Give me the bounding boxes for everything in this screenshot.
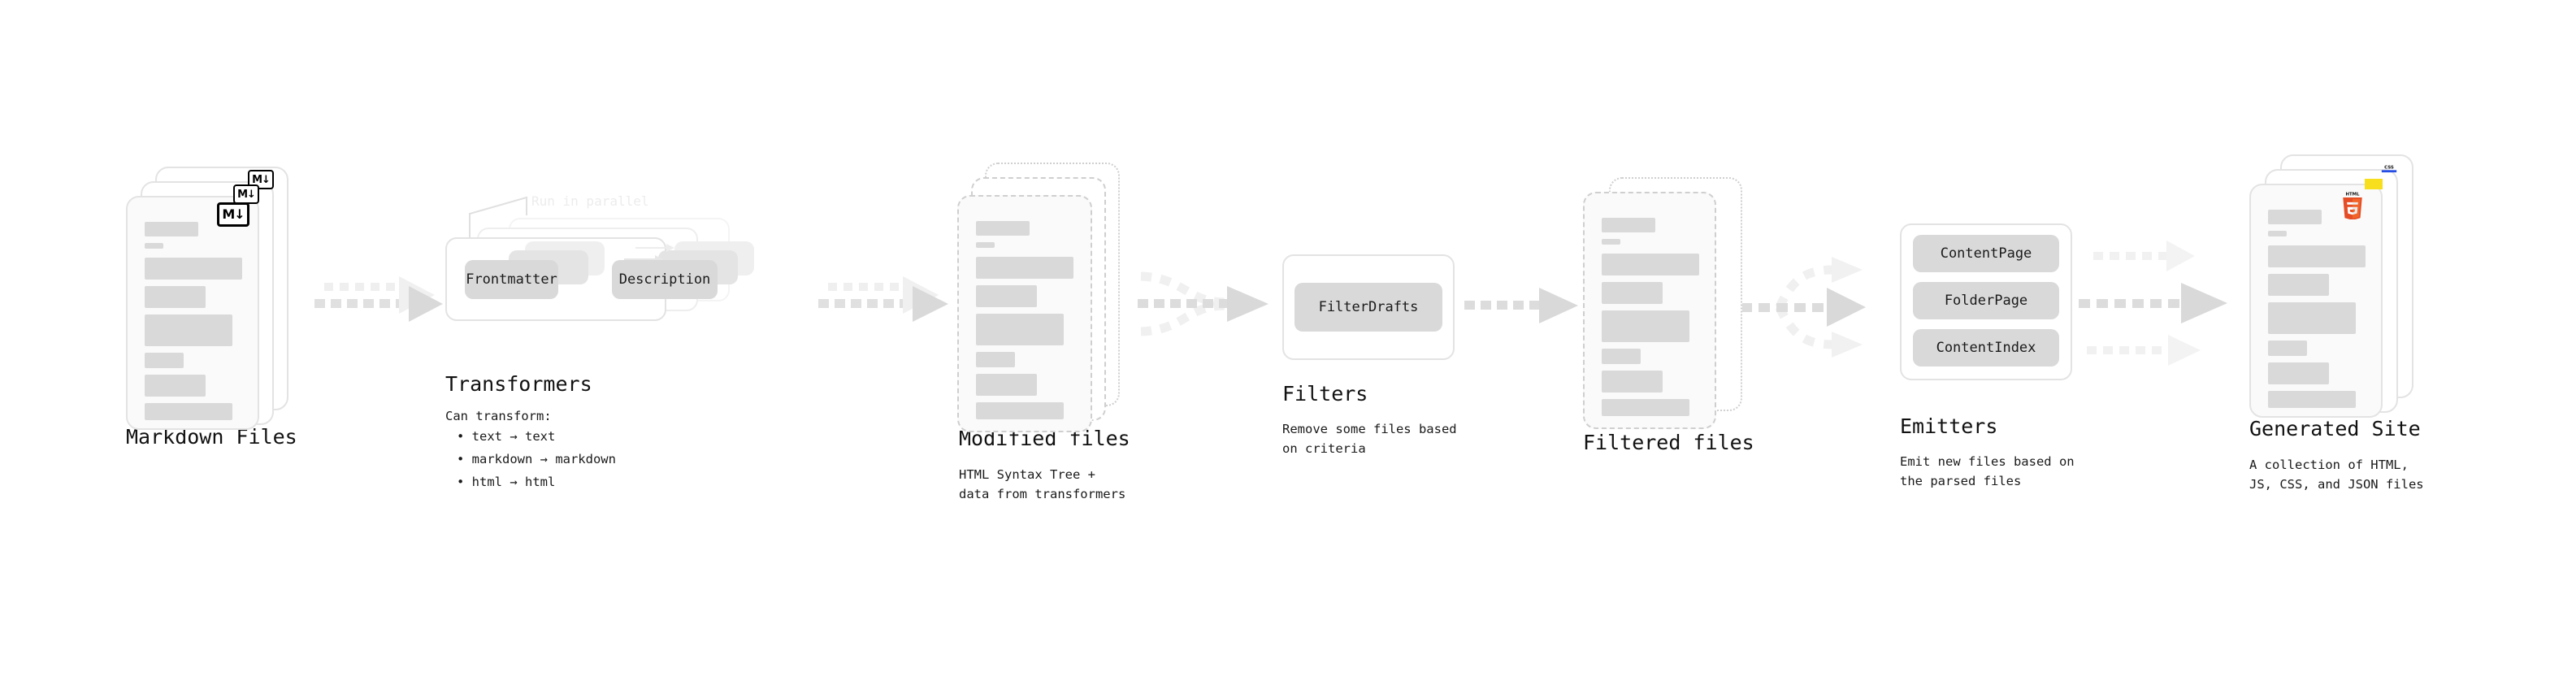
filters-desc-1: Remove some files based — [1282, 422, 1457, 436]
stage-title-filtered-files: Filtered files — [1583, 431, 1754, 454]
skeleton-bar — [2268, 340, 2307, 356]
emitters-desc-2: the parsed files — [1900, 474, 2022, 488]
markdown-badge-icon: M↓ — [217, 202, 249, 227]
document-card-main — [2249, 184, 2383, 418]
skeleton-bar — [1602, 371, 1663, 393]
arrow-transformers-to-modified — [818, 276, 948, 322]
skeleton-bar — [145, 222, 198, 236]
modified-files-desc-1: HTML Syntax Tree + — [959, 467, 1095, 482]
skeleton-bar — [1602, 310, 1689, 342]
filters-desc-2: on criteria — [1282, 441, 1366, 456]
skeleton-bar — [2268, 231, 2287, 236]
run-in-parallel-label: Run in parallel — [531, 193, 649, 209]
chip-description[interactable]: Description — [612, 260, 718, 299]
modified-files-stack — [957, 163, 1136, 439]
generated-site-desc-1: A collection of HTML, — [2249, 458, 2409, 472]
skeleton-bar — [2268, 302, 2356, 334]
arrow-modified-to-filters — [1138, 271, 1268, 336]
skeleton-bar — [2268, 245, 2366, 267]
stage-title-generated-site: Generated Site — [2249, 417, 2421, 440]
skeleton-bar — [1602, 218, 1655, 232]
skeleton-bar — [1602, 282, 1663, 304]
skeleton-bar — [145, 243, 163, 249]
skeleton-bar — [1602, 399, 1689, 416]
skeleton-bar — [976, 352, 1015, 367]
document-card-main — [1583, 192, 1716, 429]
chip-filterdrafts[interactable]: FilterDrafts — [1295, 283, 1442, 332]
skeleton-bar — [145, 353, 184, 368]
chip-contentindex[interactable]: ContentIndex — [1913, 329, 2059, 367]
markdown-badge-mid: M↓ — [233, 184, 259, 204]
skeleton-bar — [2268, 210, 2322, 224]
skeleton-bar — [145, 375, 206, 397]
skeleton-bar — [976, 257, 1073, 279]
generated-site-stack: CSS HTML — [2249, 154, 2440, 439]
svg-text:CSS: CSS — [2384, 166, 2394, 171]
skeleton-bar — [145, 286, 206, 308]
stage-title-emitters: Emitters — [1900, 414, 1998, 438]
skeleton-bar — [976, 374, 1037, 396]
emitters-desc-1: Emit new files based on — [1900, 454, 2075, 469]
generated-site-desc-2: JS, CSS, and JSON files — [2249, 477, 2424, 492]
markdown-files-stack: M↓ M↓ M↓ — [126, 167, 313, 435]
chip-folderpage[interactable]: FolderPage — [1913, 282, 2059, 319]
skeleton-bar — [1602, 254, 1699, 275]
html5-badge-icon: HTML — [2343, 192, 2362, 219]
skeleton-bar — [976, 402, 1064, 419]
arrow-emitters-to-site — [2079, 241, 2227, 366]
svg-text:HTML: HTML — [2346, 192, 2361, 197]
skeleton-bar — [976, 314, 1064, 345]
skeleton-bar — [145, 258, 242, 280]
arrow-filters-to-filtered — [1464, 288, 1578, 323]
arrow-markdown-to-transformers — [314, 276, 443, 322]
transformers-desc-item-0: • text → text — [457, 429, 556, 444]
skeleton-bar — [145, 314, 232, 346]
skeleton-bar — [2268, 391, 2356, 408]
stage-title-transformers: Transformers — [445, 372, 592, 396]
transformers-desc-item-1: • markdown → markdown — [457, 452, 616, 466]
skeleton-bar — [2268, 274, 2329, 296]
skeleton-bar — [976, 221, 1030, 236]
document-card-main — [957, 195, 1092, 432]
js-badge-icon — [2365, 179, 2383, 189]
transformers-desc-head: Can transform: — [445, 409, 552, 423]
transformers-desc-item-2: • html → html — [457, 475, 556, 489]
filtered-files-stack — [1583, 177, 1758, 445]
skeleton-bar — [1602, 349, 1641, 364]
document-card-main — [126, 196, 259, 430]
css-badge-icon: CSS — [2381, 166, 2397, 173]
skeleton-bar — [976, 242, 995, 248]
skeleton-bar — [2268, 362, 2329, 384]
skeleton-bar — [976, 285, 1037, 307]
stage-title-filters: Filters — [1282, 382, 1368, 406]
modified-files-desc-2: data from transformers — [959, 487, 1126, 501]
chip-contentpage[interactable]: ContentPage — [1913, 235, 2059, 272]
chip-frontmatter[interactable]: Frontmatter — [465, 260, 558, 299]
skeleton-bar — [145, 403, 232, 420]
skeleton-bar — [1602, 239, 1620, 245]
